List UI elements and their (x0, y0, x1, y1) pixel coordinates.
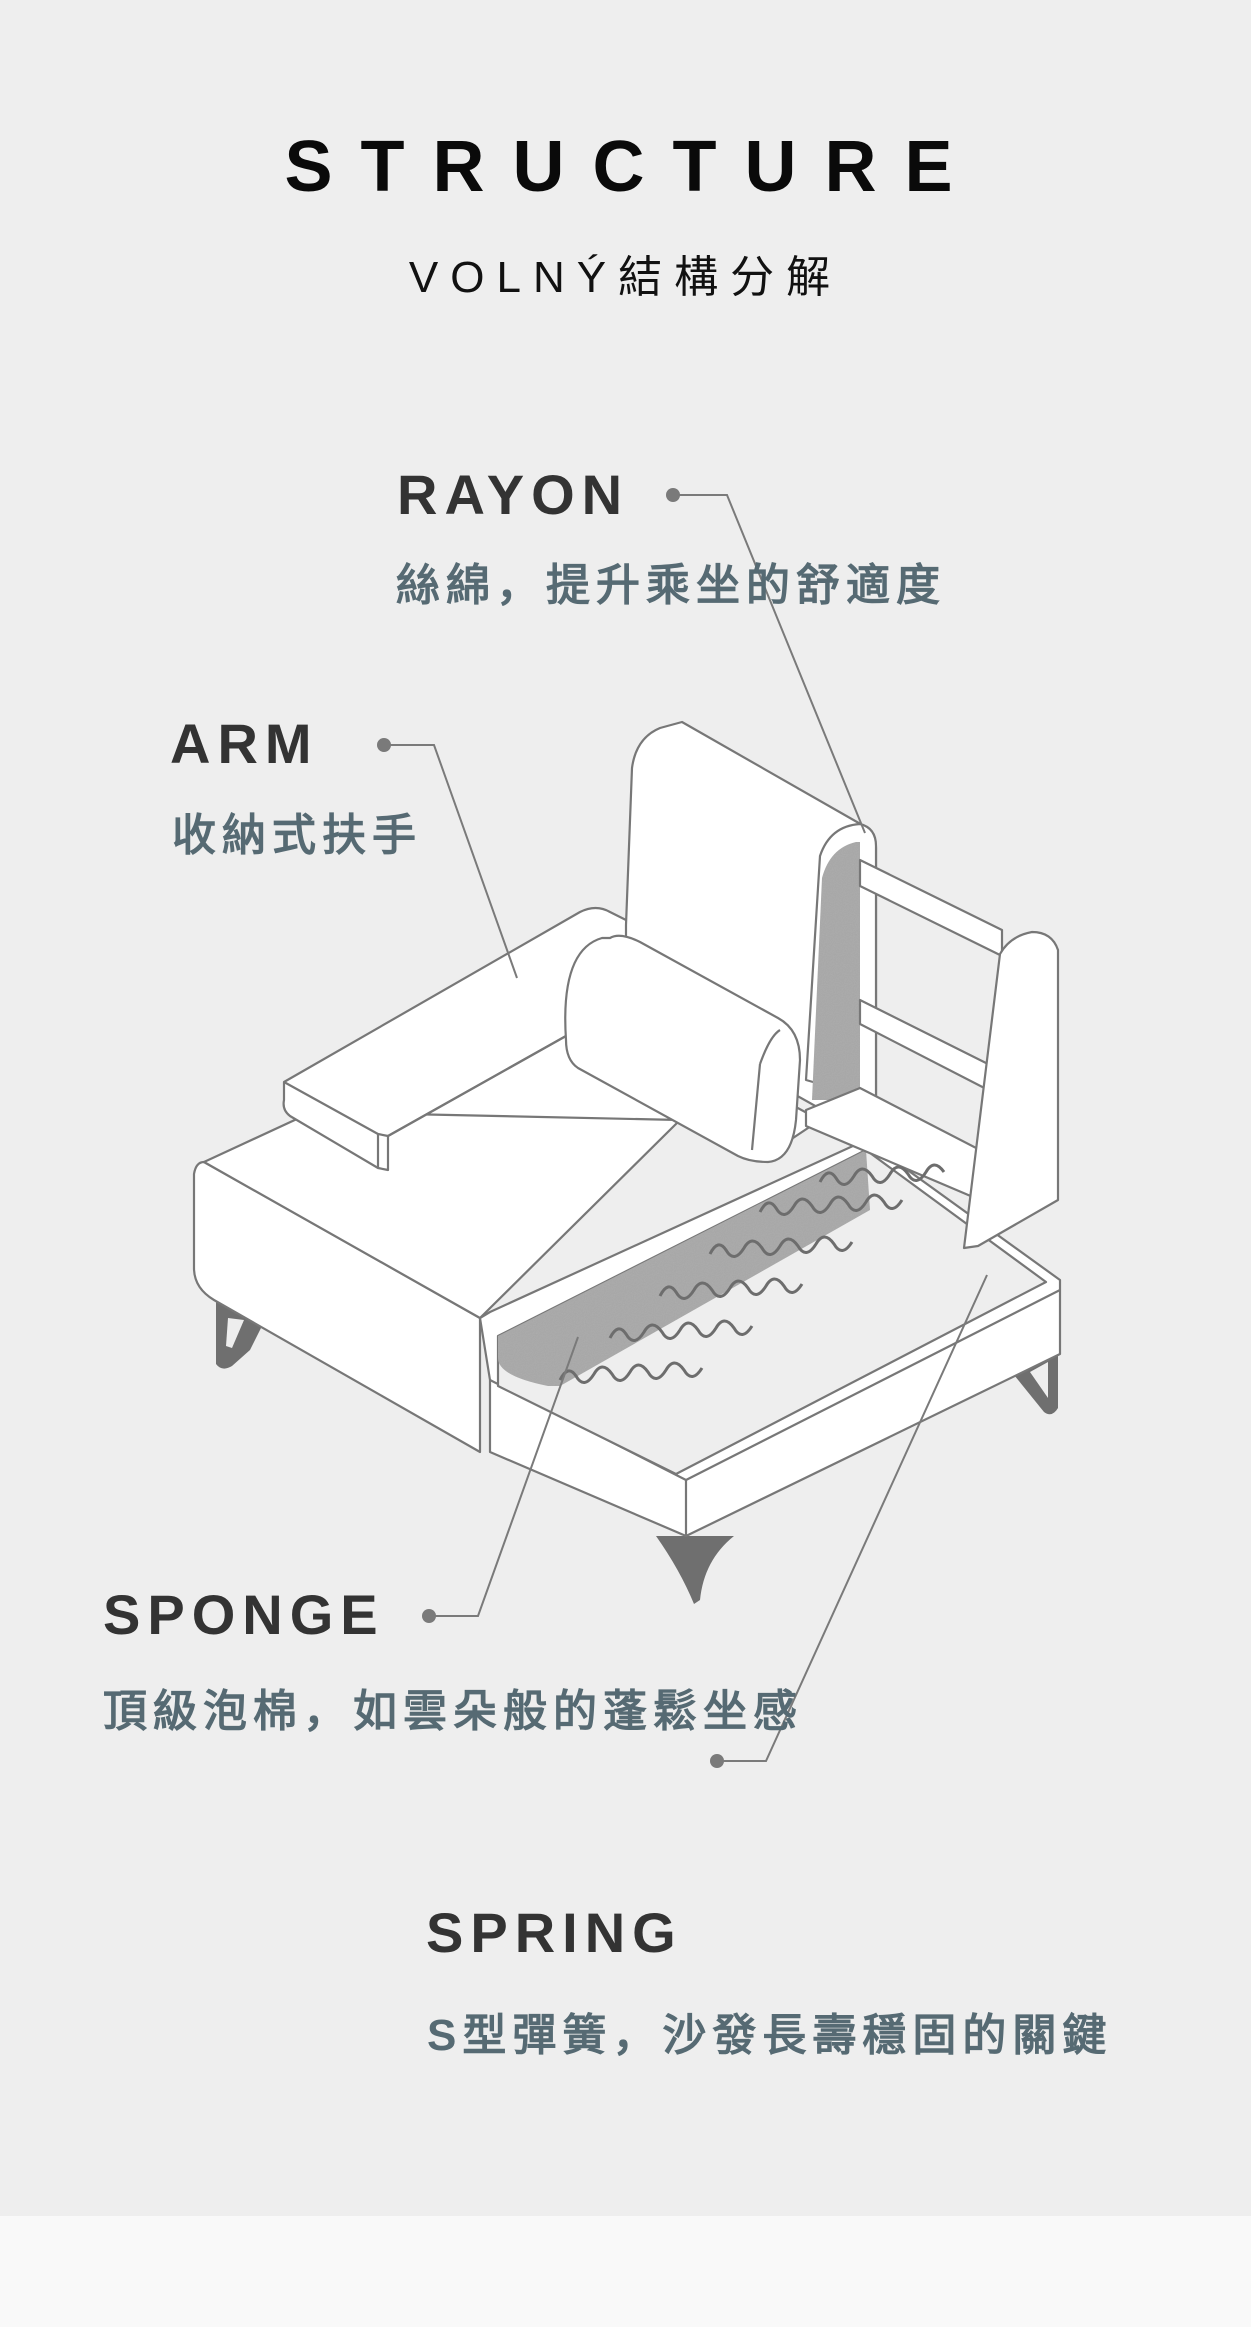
footer-strip (0, 2216, 1251, 2327)
leader-dot-sponge (422, 1609, 436, 1623)
callout-label-arm: ARM (170, 712, 319, 775)
callout-label-rayon: RAYON (397, 463, 630, 526)
callout-label-spring: SPRING (426, 1901, 683, 1964)
seat-tray (478, 1138, 1062, 1538)
sofa-leg-left (216, 1300, 262, 1369)
leader-line-spring (717, 1274, 988, 1762)
armrest (282, 906, 632, 1172)
leader-lines (384, 494, 988, 1762)
sofa-leg-front (656, 1536, 734, 1604)
leader-dot-spring (710, 1754, 724, 1768)
bolster-pillow (564, 934, 802, 1164)
callout-desc-arm: 收納式扶手 (172, 811, 422, 860)
backrest-frame (804, 822, 1060, 1250)
s-springs (558, 1163, 946, 1384)
page-title: STRUCTURE (284, 127, 981, 207)
callout-label-sponge: SPONGE (103, 1583, 385, 1646)
leader-line-arm (384, 744, 518, 979)
leader-line-sponge (429, 1336, 579, 1617)
callout-desc-rayon: 絲綿，提升乘坐的舒適度 (396, 561, 946, 610)
leader-dots (377, 488, 724, 1768)
page-subtitle: VOLNÝ結構分解 (408, 253, 843, 302)
leader-line-rayon (673, 494, 866, 834)
leader-dot-arm (377, 738, 391, 752)
callout-desc-spring: S型彈簧，沙發長壽穩固的關鍵 (427, 2011, 1113, 2060)
leader-dot-rayon (666, 488, 680, 502)
callout-desc-sponge: 頂級泡棉，如雲朵般的蓬鬆坐感 (103, 1687, 803, 1736)
